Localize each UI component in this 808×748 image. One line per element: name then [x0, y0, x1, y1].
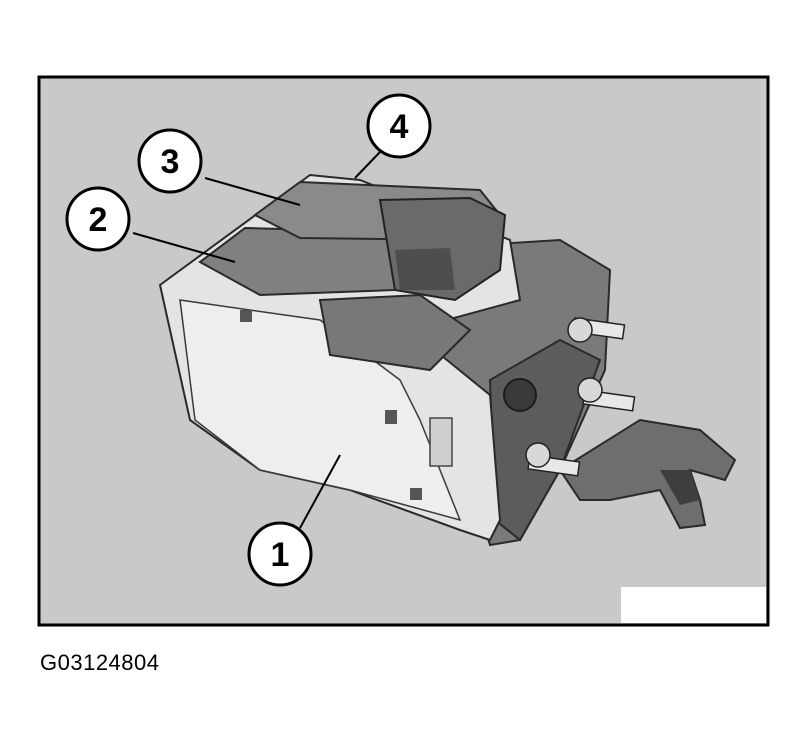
- callout-1: 1: [247, 521, 313, 587]
- mounting-fork-slot: [660, 470, 700, 505]
- housing-notch: [240, 310, 252, 322]
- housing-notch: [410, 488, 422, 500]
- connector-pin-top: [567, 317, 626, 343]
- connector-pin-middle: [577, 377, 636, 412]
- valve-port: [503, 378, 537, 412]
- svg-text:1: 1: [271, 536, 290, 574]
- top-connector-recess: [395, 248, 455, 290]
- leader-line-1: [299, 454, 341, 529]
- heater-valve-assembly: [158, 173, 737, 547]
- leader-line-4: [354, 151, 381, 179]
- leader-lines: [132, 151, 381, 529]
- housing-notch: [429, 417, 453, 467]
- callout-2: 2: [65, 186, 131, 252]
- blank-patch: [621, 587, 766, 623]
- svg-text:2: 2: [89, 201, 108, 239]
- leader-line-3: [204, 177, 301, 206]
- svg-text:3: 3: [161, 143, 180, 181]
- callout-4: 4: [366, 93, 432, 159]
- figure-id: G03124804: [40, 650, 160, 675]
- svg-text:4: 4: [390, 108, 409, 146]
- housing-notch: [385, 410, 397, 424]
- center-block: [318, 293, 472, 372]
- callout-3: 3: [137, 128, 203, 194]
- leader-line-2: [132, 232, 236, 263]
- connector-pin-bottom: [525, 442, 581, 477]
